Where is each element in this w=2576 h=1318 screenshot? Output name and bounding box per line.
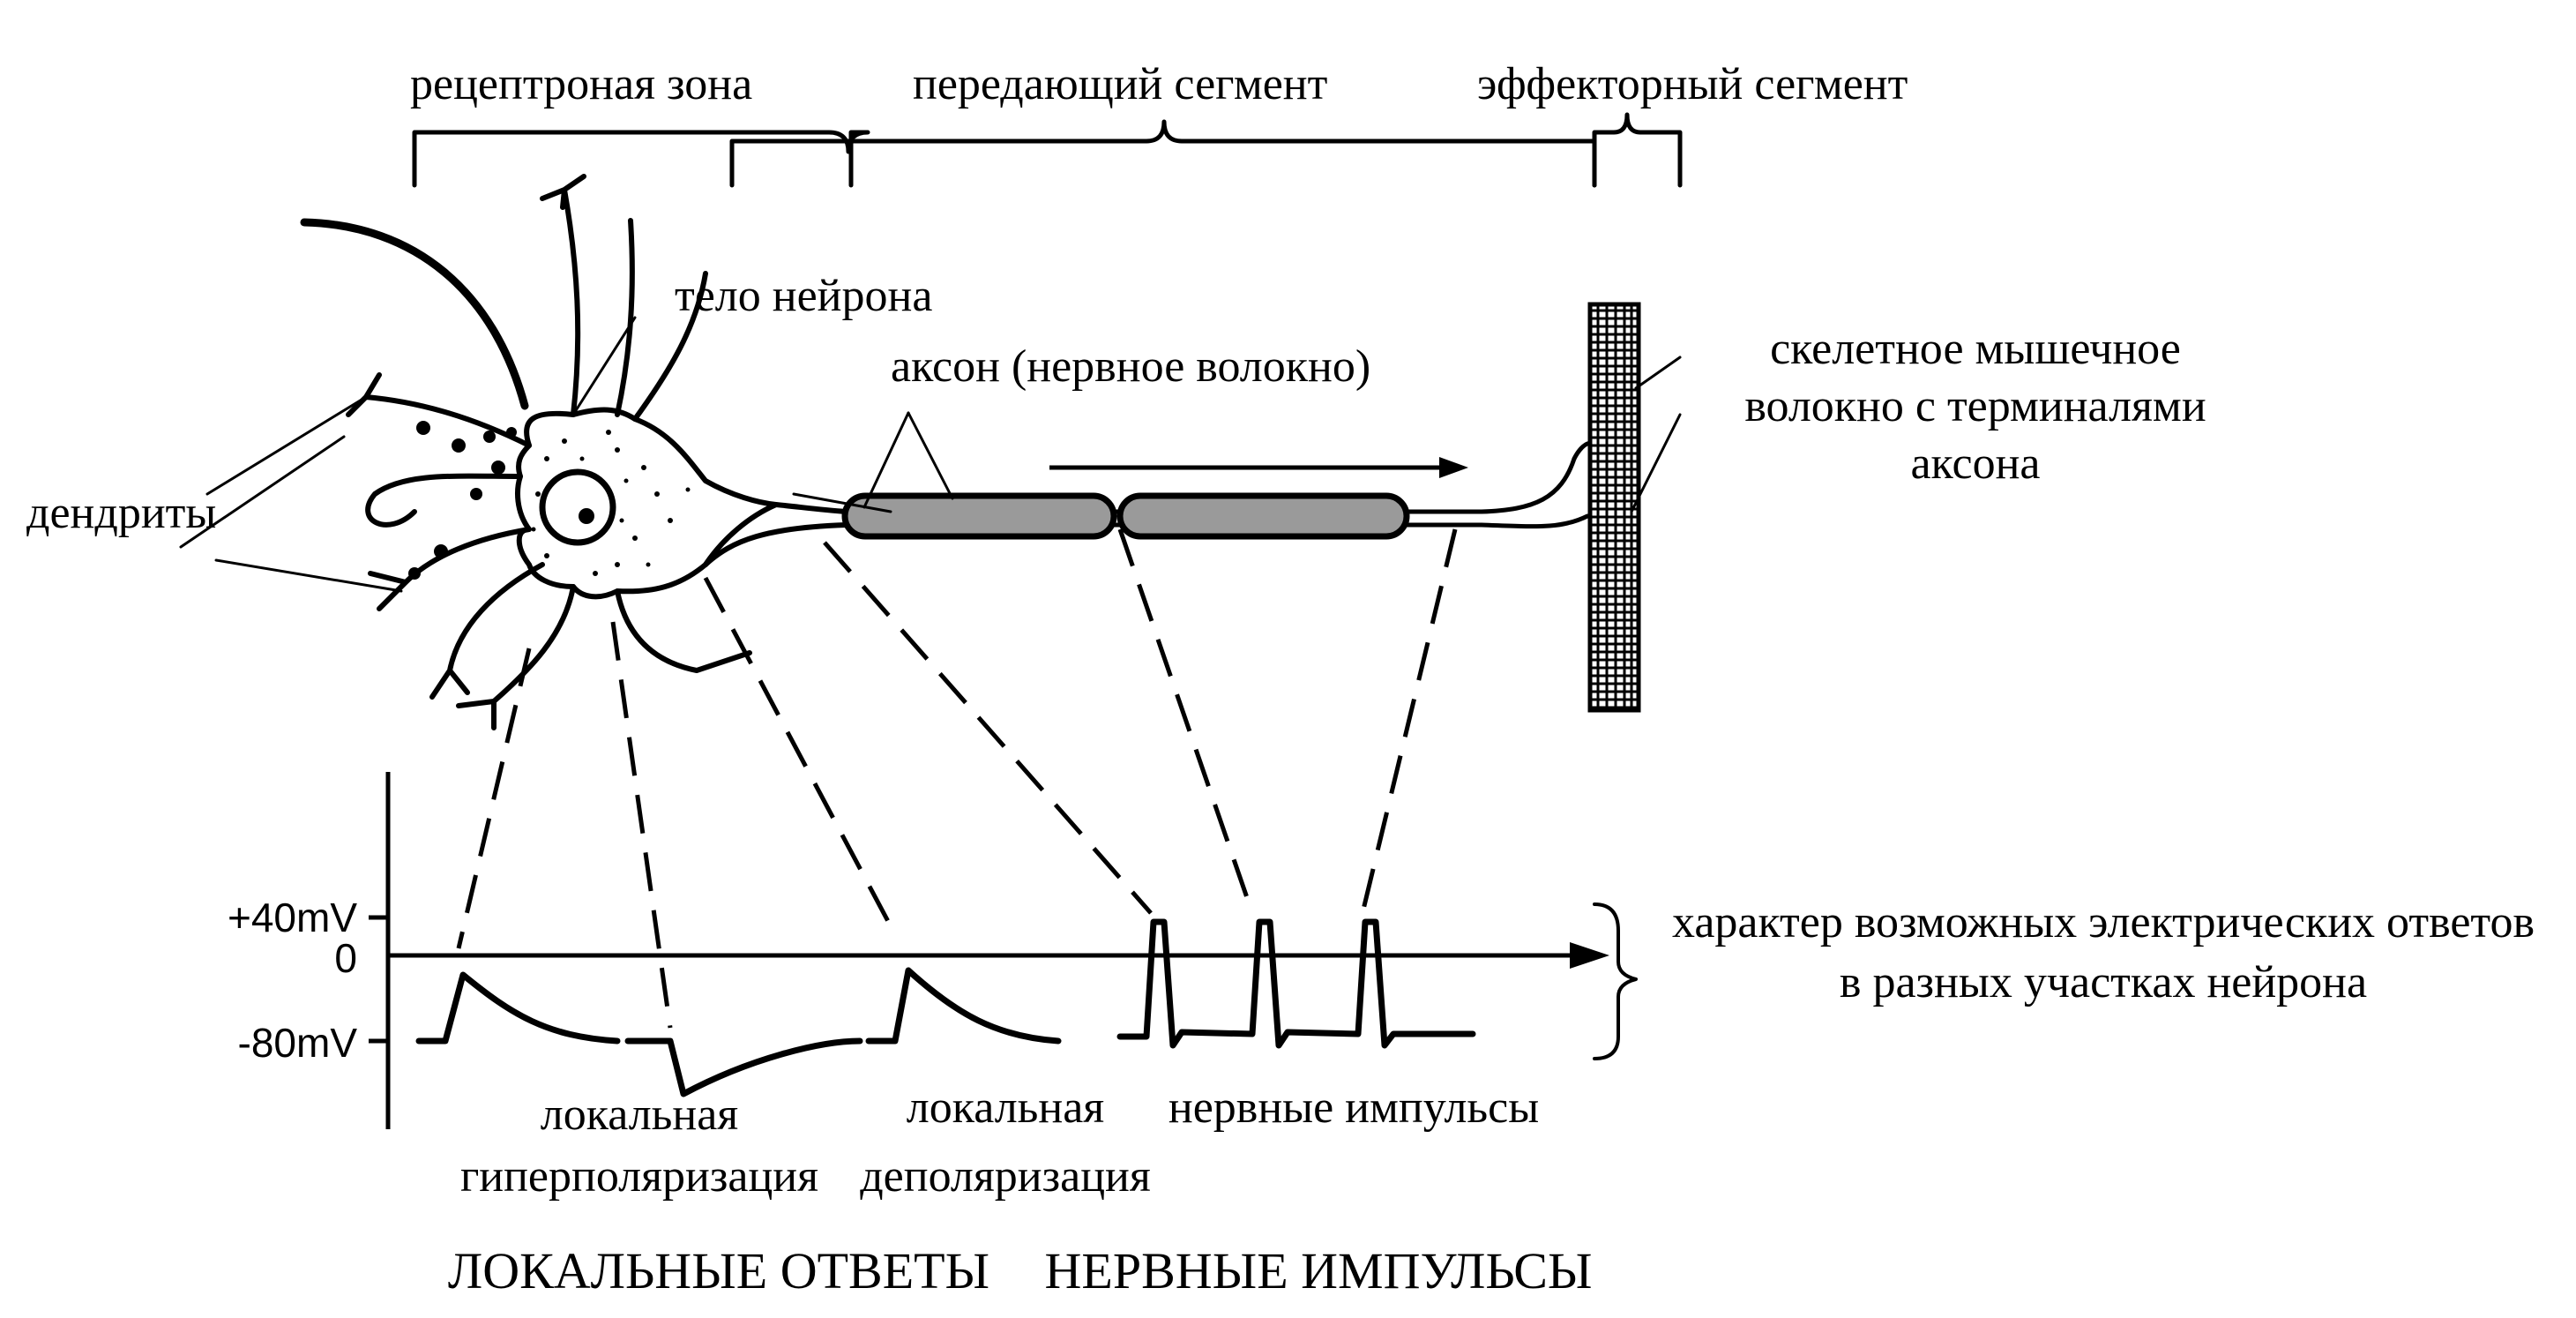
response-traces bbox=[415, 918, 1476, 1097]
zone-effector-label: эффекторный сегмент bbox=[1477, 59, 1908, 109]
muscle-label-line3: аксона bbox=[1910, 438, 2040, 489]
text-labels: рецептроная зона передающий сегмент эффе… bbox=[26, 59, 2535, 1299]
propagation-arrow bbox=[1049, 457, 1468, 478]
nucleus bbox=[539, 468, 616, 546]
trace-nerve-impulses bbox=[1116, 918, 1476, 1049]
zero-line-arrow bbox=[1570, 942, 1609, 969]
muscle-fiber bbox=[1587, 302, 1641, 713]
dendrite-top bbox=[540, 174, 586, 417]
axon-label: аксон (нервное волокно) bbox=[891, 341, 1370, 392]
label-zero: 0 bbox=[334, 935, 357, 981]
synaptic-knobs bbox=[408, 421, 517, 580]
axon-hillock bbox=[703, 502, 849, 567]
axon bbox=[844, 456, 1590, 529]
soma-stipple bbox=[531, 430, 691, 576]
dendrite-left-lower bbox=[368, 527, 532, 611]
dendrite-top-long bbox=[300, 218, 529, 410]
dendrite-bottom bbox=[456, 584, 576, 730]
impulses-label: нервные импульсы bbox=[1169, 1082, 1539, 1133]
trace-local-depolarization-1 bbox=[415, 971, 621, 1045]
muscle-label-line1: скелетное мышечное bbox=[1770, 324, 2181, 374]
trace-local-depolarization-2 bbox=[883, 967, 1062, 1045]
dendrite-left-upper bbox=[346, 372, 532, 448]
trace-local-hyperpolarization bbox=[649, 1037, 863, 1097]
myelin-sheath-1 bbox=[841, 492, 1117, 540]
dendrites-label: дендриты bbox=[26, 488, 216, 538]
receptor-bracket bbox=[412, 130, 870, 188]
zone-brackets bbox=[412, 112, 1683, 188]
transmitting-bracket bbox=[729, 119, 1597, 188]
response-note-line2: в разных участках нейрона bbox=[1840, 957, 2367, 1007]
depol-label-line1: локальная bbox=[907, 1082, 1104, 1133]
response-note-line1: характер возможных электрических ответов bbox=[1672, 897, 2535, 947]
projection-lines bbox=[456, 528, 1458, 1029]
depol-label-line2: деполяризация bbox=[860, 1151, 1151, 1202]
zone-receptor-label: рецептроная зона bbox=[410, 59, 752, 109]
nucleolus bbox=[579, 508, 594, 524]
neuron-body-label: тело нейрона bbox=[675, 271, 932, 321]
hyper-label-line1: локальная bbox=[541, 1090, 738, 1140]
label-pointers bbox=[179, 316, 1682, 593]
neuron bbox=[300, 174, 1609, 730]
muscle-label-line2: волокно с терминалями bbox=[1744, 381, 2206, 431]
label-minus80: -80mV bbox=[238, 1020, 358, 1066]
soma-outline bbox=[515, 407, 779, 600]
hyper-label-line2: гиперполяризация bbox=[460, 1151, 818, 1202]
dendrite-upper-right bbox=[632, 271, 708, 422]
myelin-sheath-2 bbox=[1116, 492, 1410, 540]
footer-local-responses: ЛОКАЛЬНЫЕ ОТВЕТЫ bbox=[448, 1242, 989, 1299]
footer-nerve-impulses: НЕРВНЫЕ ИМПУЛЬСЫ bbox=[1045, 1242, 1593, 1299]
label-plus40: +40mV bbox=[228, 895, 357, 940]
response-brace bbox=[1593, 902, 1638, 1060]
effector-bracket bbox=[1592, 112, 1683, 188]
potential-axis: +40mV 0 -80mV bbox=[228, 772, 1609, 1129]
zone-transmitting-label: передающий сегмент bbox=[913, 59, 1327, 109]
